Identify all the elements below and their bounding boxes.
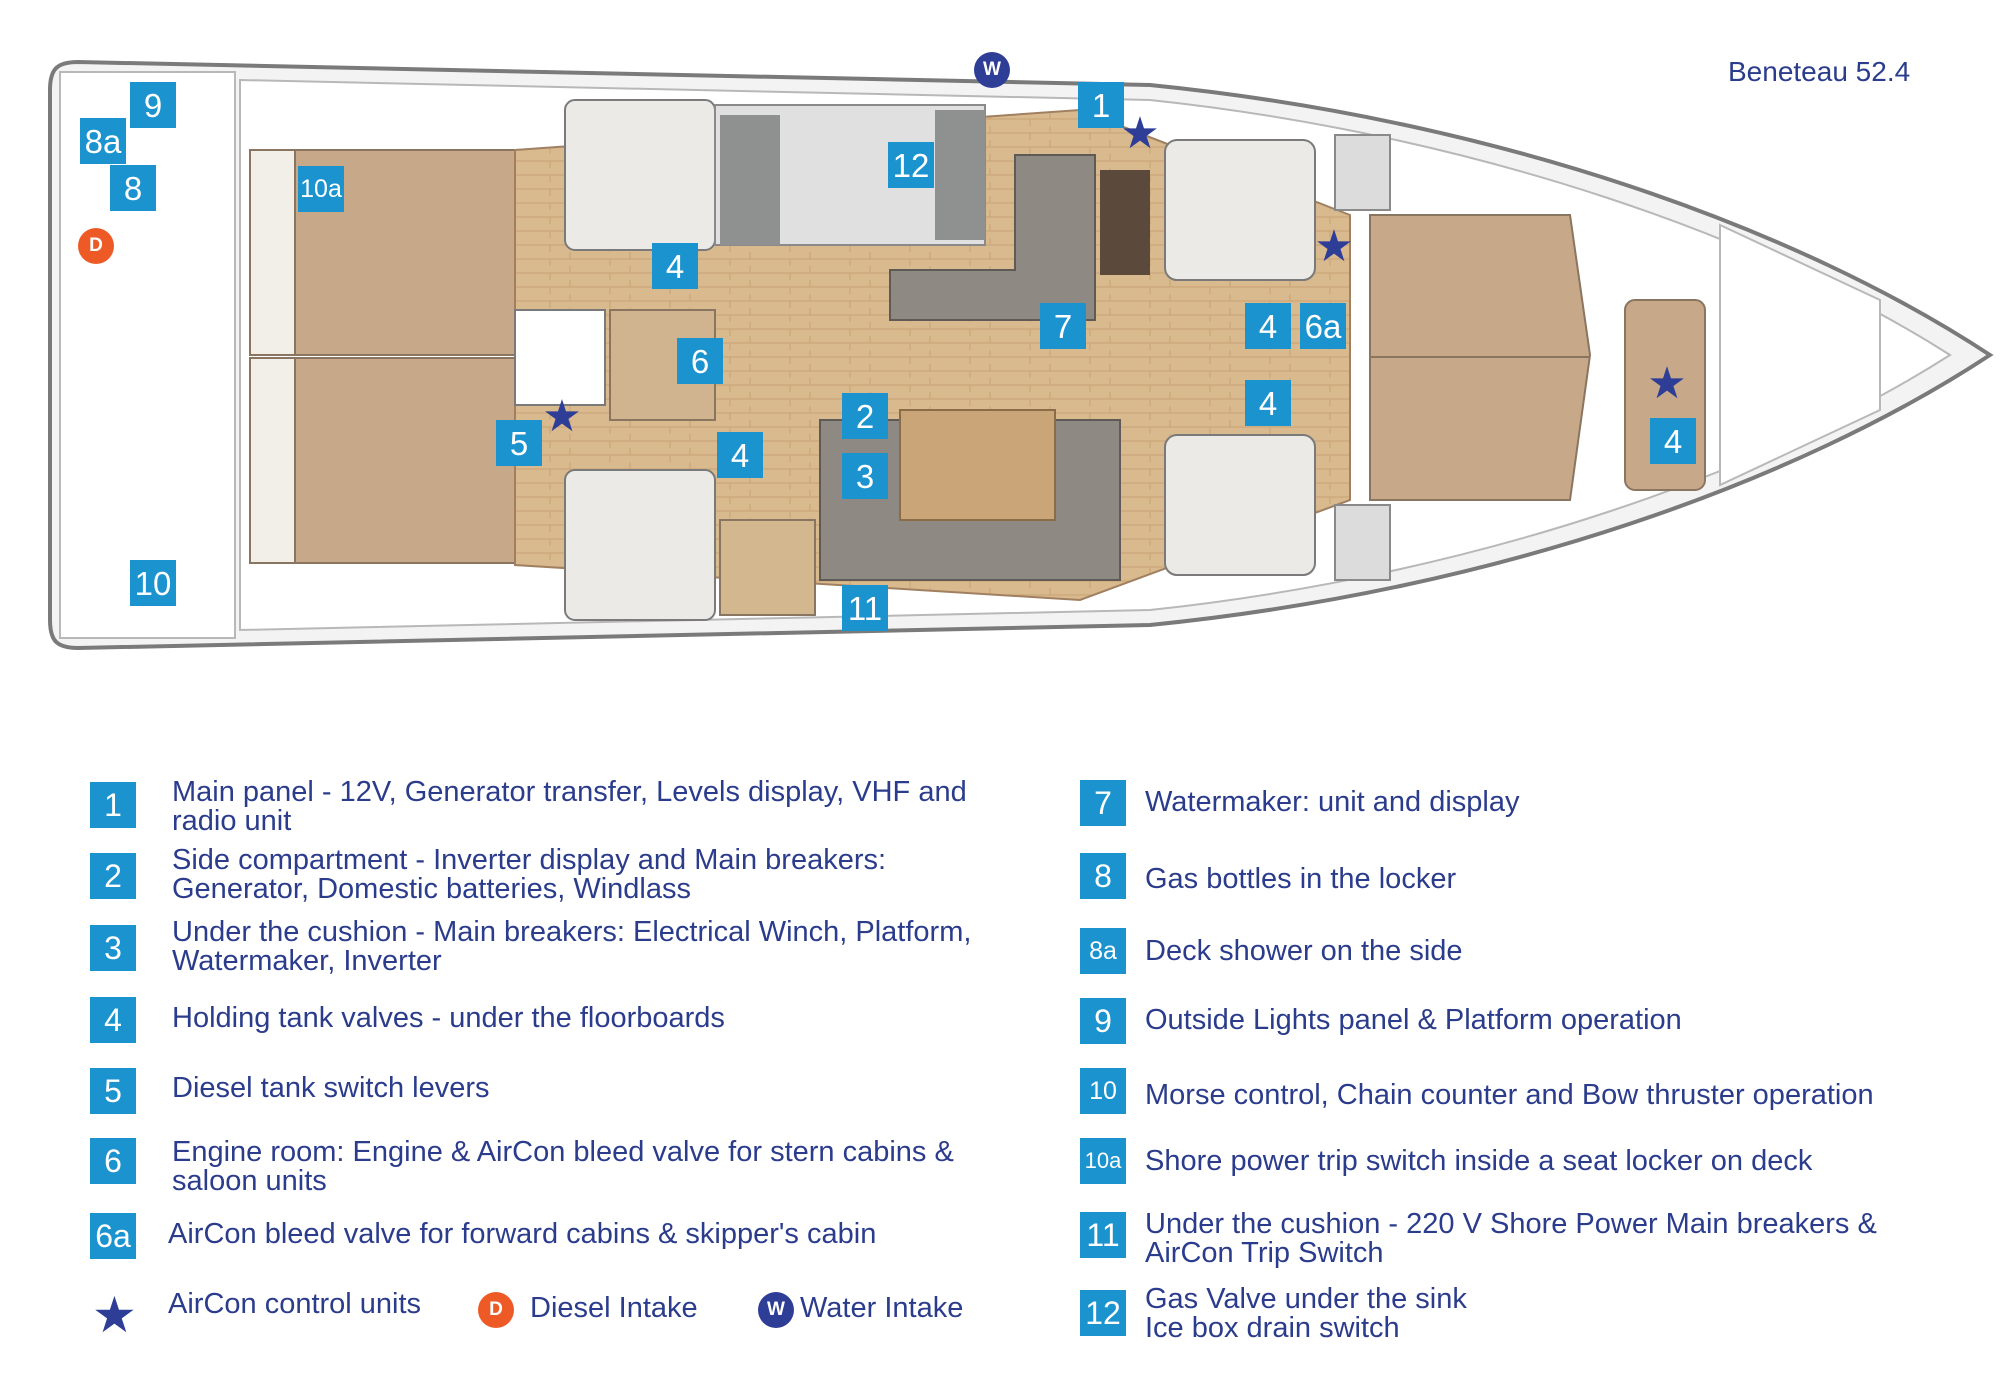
aircon-star-icon: ★ bbox=[1314, 222, 1354, 271]
model-title: Beneteau 52.4 bbox=[1728, 56, 1911, 87]
plan-marker-4: 4 bbox=[1650, 418, 1696, 464]
plan-marker-11: 11 bbox=[842, 585, 888, 631]
legend-text: Morse control, Chain counter and Bow thr… bbox=[1145, 1079, 1874, 1111]
aircon-star-icon: ★ bbox=[92, 1287, 137, 1343]
legend-marker: 2 bbox=[90, 853, 136, 899]
plan-marker-1: 1 bbox=[1078, 82, 1124, 128]
plan-marker-4: 4 bbox=[1245, 380, 1291, 426]
plan-marker-6a: 6a bbox=[1300, 303, 1346, 349]
plan-marker-4: 4 bbox=[717, 432, 763, 478]
plan-marker-6: 6 bbox=[677, 338, 723, 384]
plan-marker-10: 10 bbox=[130, 560, 176, 606]
plan-marker-10a: 10a bbox=[298, 166, 344, 212]
legend-marker: 4 bbox=[90, 997, 136, 1043]
legend-marker: 1 bbox=[90, 782, 136, 828]
plan-marker-12: 12 bbox=[888, 142, 934, 188]
legend-marker: 10 bbox=[1080, 1068, 1126, 1114]
legend-marker: 5 bbox=[90, 1068, 136, 1114]
legend-text: Under the cushion - 220 V Shore Power Ma… bbox=[1145, 1208, 1877, 1269]
plan-marker-4: 4 bbox=[652, 243, 698, 289]
legend-marker: 8a bbox=[1080, 928, 1126, 974]
legend-text: Main panel - 12V, Generator transfer, Le… bbox=[172, 776, 967, 837]
legend-marker: 3 bbox=[90, 925, 136, 971]
aircon-star-icon: ★ bbox=[1647, 359, 1687, 408]
legend-marker: 6a bbox=[90, 1213, 136, 1259]
legend-marker: 6 bbox=[90, 1138, 136, 1184]
legend-text: Side compartment - Inverter display and … bbox=[172, 844, 887, 905]
plan-marker-4: 4 bbox=[1245, 303, 1291, 349]
plan-marker-5: 5 bbox=[496, 420, 542, 466]
legend-text: Shore power trip switch inside a seat lo… bbox=[1145, 1145, 1813, 1177]
plan-marker-2: 2 bbox=[842, 393, 888, 439]
legend-text: Diesel tank switch levers bbox=[172, 1072, 490, 1104]
legend-text: Watermaker: unit and display bbox=[1145, 786, 1520, 818]
legend-text: Outside Lights panel & Platform operatio… bbox=[1145, 1004, 1682, 1036]
legend-text: AirCon bleed valve for forward cabins & … bbox=[168, 1218, 877, 1250]
plan-marker-8a: 8a bbox=[80, 118, 126, 164]
diesel-intake-icon: D bbox=[478, 1292, 514, 1328]
plan-marker-8: 8 bbox=[110, 165, 156, 211]
legend-text: Deck shower on the side bbox=[1145, 935, 1463, 967]
water-intake-icon: W bbox=[974, 52, 1010, 88]
aircon-star-icon: ★ bbox=[1120, 109, 1160, 158]
water-intake-icon: W bbox=[758, 1292, 794, 1328]
legend-marker: 9 bbox=[1080, 998, 1126, 1044]
legend-text: Under the cushion - Main breakers: Elect… bbox=[172, 916, 972, 977]
legend-text: Gas bottles in the locker bbox=[1145, 863, 1457, 895]
legend-marker: 8 bbox=[1080, 853, 1126, 899]
legend-text: Holding tank valves - under the floorboa… bbox=[172, 1002, 725, 1034]
aircon-legend-text: AirCon control units bbox=[168, 1288, 422, 1320]
water-legend-text: Water Intake bbox=[800, 1292, 964, 1324]
plan-marker-3: 3 bbox=[842, 453, 888, 499]
diesel-intake-icon: D bbox=[78, 228, 114, 264]
deck-plan-drawing bbox=[48, 59, 1994, 651]
legend-marker: 7 bbox=[1080, 780, 1126, 826]
plan-marker-9: 9 bbox=[130, 82, 176, 128]
legend-marker: 12 bbox=[1080, 1290, 1126, 1336]
diesel-legend-text: Diesel Intake bbox=[530, 1292, 698, 1324]
plan-marker-7: 7 bbox=[1040, 303, 1086, 349]
legend-marker: 10a bbox=[1080, 1138, 1126, 1184]
aircon-star-icon: ★ bbox=[542, 392, 582, 441]
legend-marker: 11 bbox=[1080, 1212, 1126, 1258]
legend-text: Engine room: Engine & AirCon bleed valve… bbox=[172, 1136, 954, 1197]
legend-text: Gas Valve under the sink Ice box drain s… bbox=[1145, 1283, 1467, 1344]
